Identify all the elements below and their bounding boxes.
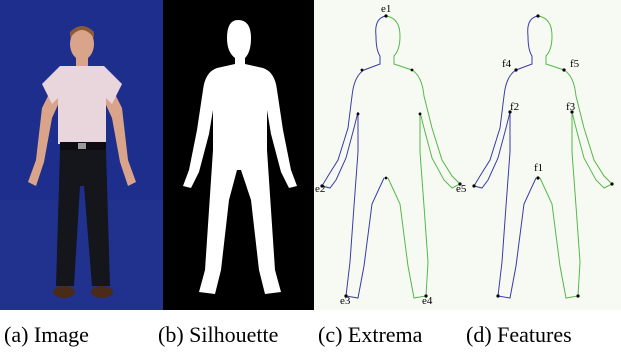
label-f4: f4 [502, 58, 512, 70]
label-e2: e2 [315, 183, 325, 195]
caption-extrema: (c) Extrema [318, 322, 422, 348]
label-f3: f3 [566, 101, 576, 113]
features-contour: f1 f2 f3 f4 f5 [468, 0, 621, 310]
caption-features: (d) Features [466, 322, 572, 348]
feature-marker [536, 176, 539, 179]
feature-marker [562, 68, 565, 71]
extrema-contour: e1 e2 e3 e4 e5 [314, 0, 468, 310]
label-f1: f1 [534, 162, 543, 174]
label-e3: e3 [340, 295, 351, 307]
feature-marker [514, 68, 517, 71]
label-f2: f2 [510, 101, 519, 113]
label-e5: e5 [456, 183, 467, 195]
label-e1: e1 [381, 3, 391, 15]
silhouette-panel [163, 0, 314, 310]
label-e4: e4 [422, 295, 433, 307]
photo-panel [0, 0, 163, 310]
caption-image: (a) Image [4, 322, 89, 348]
silhouette-figure [163, 0, 314, 310]
caption-silhouette: (b) Silhouette [158, 322, 278, 348]
label-f5: f5 [570, 58, 580, 70]
features-panel: f1 f2 f3 f4 f5 [468, 0, 621, 310]
extrema-panel: e1 e2 e3 e4 e5 [314, 0, 468, 310]
person-photo [0, 0, 163, 310]
